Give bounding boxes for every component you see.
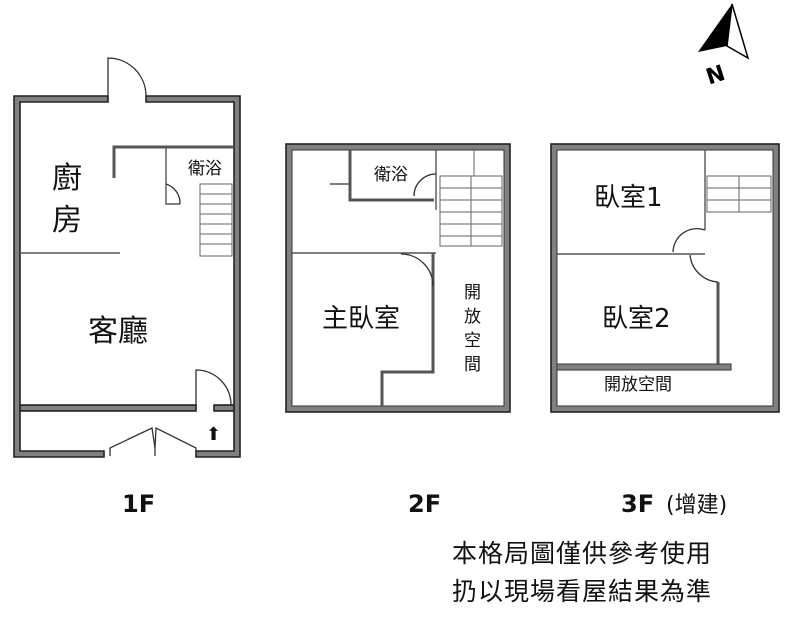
floor-3f-bedroom2-door xyxy=(689,254,719,283)
floor-2f-stairs xyxy=(439,150,503,247)
floor-1f-plan: 廚 房 衛浴 客廳 ⬆ xyxy=(13,57,241,458)
floor-1f-porch-wall-right xyxy=(213,404,235,412)
floor-2f-bath-wall xyxy=(348,150,434,202)
floor-1f-kitchen-label-1: 廚 xyxy=(52,161,82,196)
floor-1f-porch-wall xyxy=(19,404,197,412)
floor-label-2f: 2F xyxy=(408,490,441,518)
floor-2f-bedroom-door xyxy=(400,253,434,287)
floor-1f-living-door xyxy=(195,369,232,406)
compass-letter: N xyxy=(703,61,728,90)
floor-1f-front-door-left xyxy=(109,427,156,456)
floor-3f-open-space-label: 開放空間 xyxy=(604,375,672,395)
floor-1f-stairs xyxy=(199,183,233,257)
floor-1f-bath-wall xyxy=(112,145,234,178)
floor-3f-bedroom1-label: 臥室1 xyxy=(594,183,663,213)
floor-3f-stairs xyxy=(706,175,772,213)
floor-1f-bath-inner xyxy=(165,147,180,205)
north-arrow-icon: N xyxy=(698,3,750,90)
floor-2f-open-space-char-1: 開 xyxy=(464,283,481,303)
disclaimer-line-2: 扔以現場看屋結果為準 xyxy=(452,577,713,606)
floor-1f-kitchen-label-2: 房 xyxy=(52,203,82,238)
disclaimer-line-1: 本格局圖僅供參考使用 xyxy=(452,539,713,568)
floor-1f-outer-wall-right xyxy=(145,95,241,458)
floor-2f-bath-door xyxy=(413,173,437,197)
floor-2f-open-space-char-4: 間 xyxy=(464,355,481,375)
floor-2f-bath-label: 衛浴 xyxy=(374,165,408,185)
floor-1f-living-label: 客廳 xyxy=(88,314,148,349)
up-arrow-icon: ⬆ xyxy=(206,424,221,445)
floor-1f-bath-label: 衛浴 xyxy=(188,159,222,179)
floor-label-3f: 3F xyxy=(621,490,654,518)
floor-2f-plan: 衛浴 主臥室 開 放 空 間 xyxy=(285,143,511,413)
floor-2f-bedroom-right-wall xyxy=(380,253,435,406)
floor-1f-entrance-door xyxy=(107,57,147,97)
floor-1f-bath-door xyxy=(165,183,181,205)
floor-3f-bedroom1-door xyxy=(672,227,706,253)
floor-2f-open-space-char-3: 空 xyxy=(464,331,481,351)
floor-label-3f-suffix: (增建) xyxy=(666,493,727,518)
floor-1f-front-door-right xyxy=(154,426,197,456)
floor-3f-open-space-wall xyxy=(556,363,732,371)
floor-3f-bedroom2-label: 臥室2 xyxy=(602,304,671,334)
floor-3f-plan: 臥室1 臥室2 開放空間 xyxy=(550,143,780,413)
floor-label-1f: 1F xyxy=(122,490,155,518)
floor-1f-outer-wall xyxy=(13,95,109,458)
floor-2f-master-bedroom-label: 主臥室 xyxy=(322,304,400,334)
floor-2f-open-space-char-2: 放 xyxy=(464,307,481,327)
